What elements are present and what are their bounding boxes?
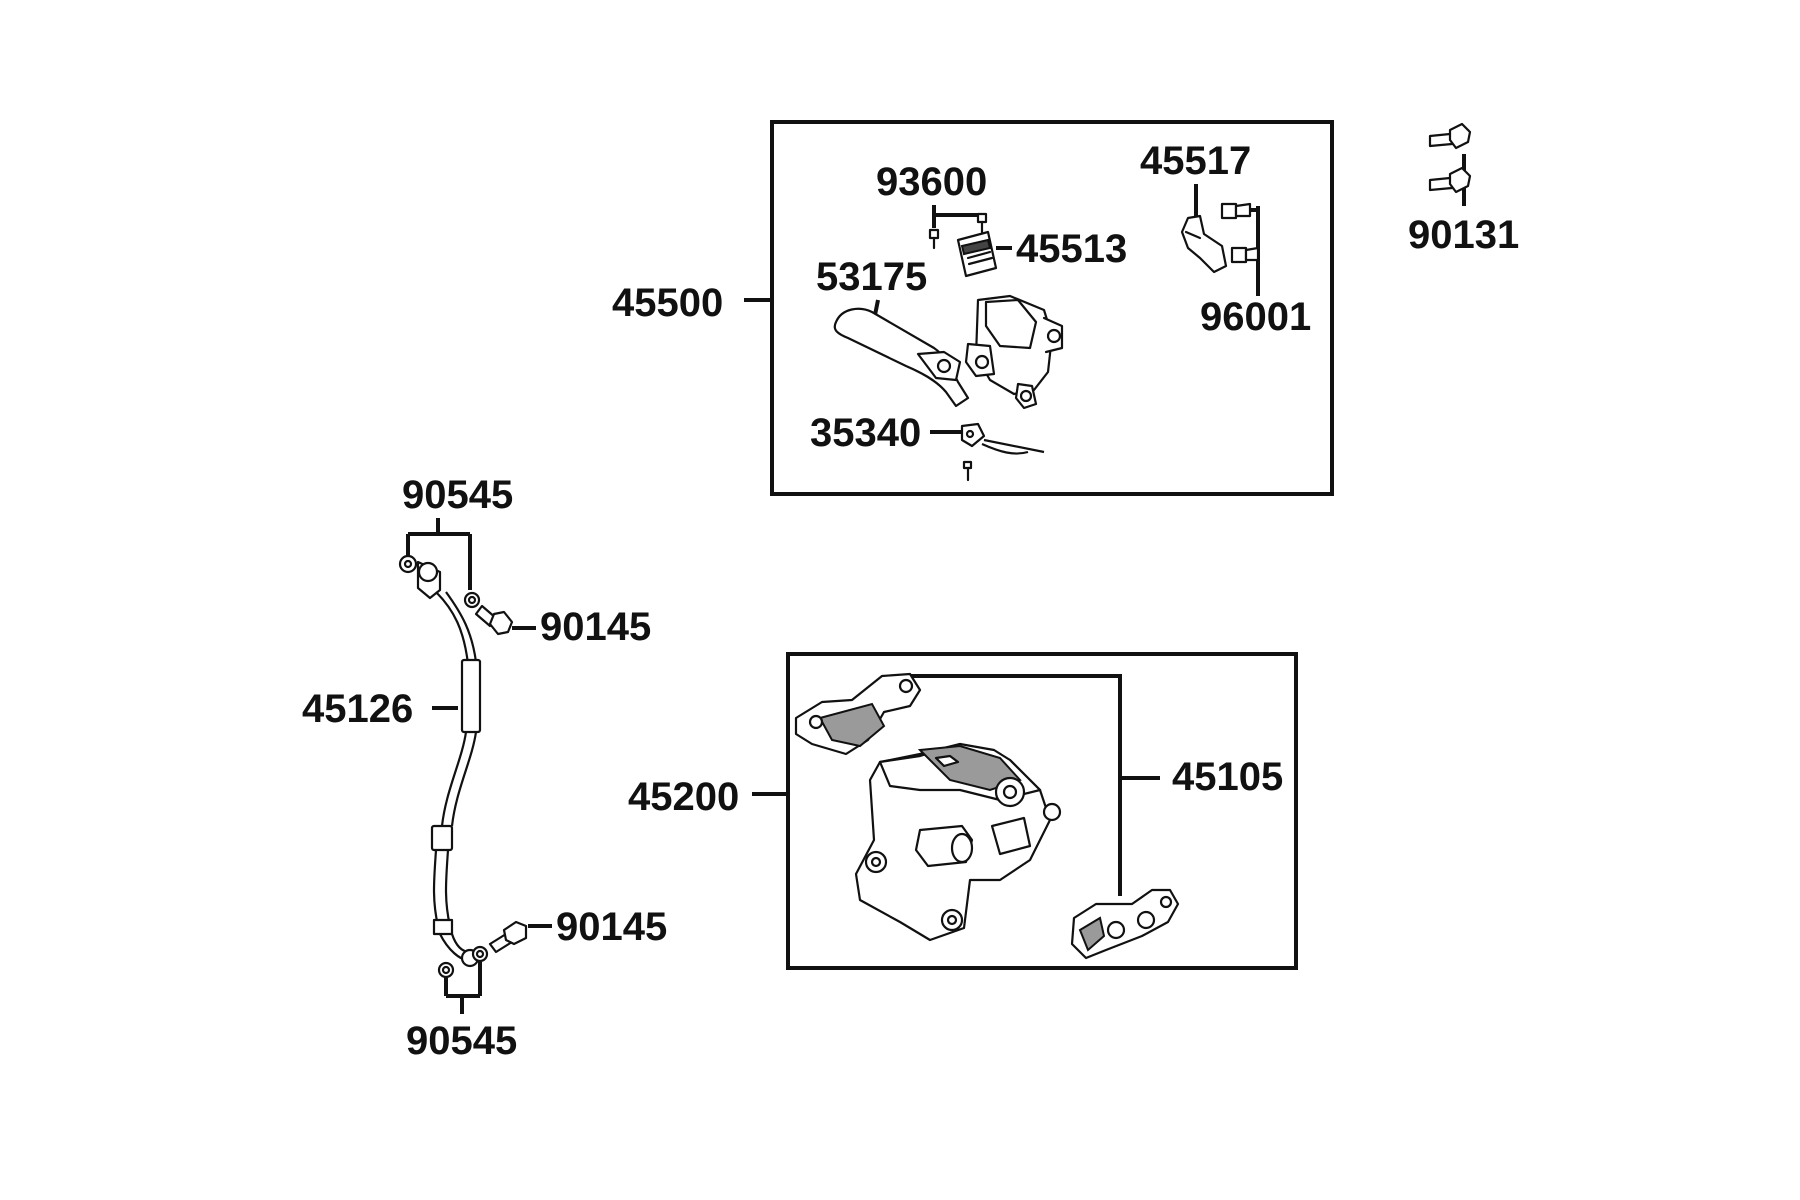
label-93600: 93600 [876, 160, 987, 204]
master-cylinder-body [964, 294, 1064, 410]
washer-90545-top-left [398, 554, 418, 574]
label-45126: 45126 [302, 687, 413, 731]
label-90131: 90131 [1408, 213, 1519, 257]
reservoir-cap [956, 230, 998, 278]
leader-90545-bottom [444, 962, 482, 1014]
banjo-bolt-90145-top [474, 604, 514, 636]
brake-lever [833, 307, 970, 408]
label-90545-top: 90545 [402, 473, 513, 517]
washer-90545-top-right [463, 591, 481, 609]
washer-90545-bottom-left [437, 961, 455, 979]
handlebar-holder [1180, 214, 1228, 274]
label-45517: 45517 [1140, 139, 1251, 183]
label-45105: 45105 [1172, 755, 1283, 799]
screw-93600-left [928, 228, 940, 250]
label-53175: 53175 [816, 255, 927, 299]
banjo-bolt-90145-bottom [488, 920, 528, 954]
label-45200: 45200 [628, 775, 739, 819]
leader-93600 [932, 205, 984, 228]
bolt-90131-upper [1428, 122, 1472, 150]
bolt-96001-lower [1230, 246, 1260, 264]
caliper-body [854, 742, 1062, 942]
label-35340: 35340 [810, 411, 921, 455]
brake-hose [416, 560, 482, 968]
caliper-frame [786, 652, 1298, 970]
bolt-90131-lower [1428, 166, 1472, 194]
label-96001: 96001 [1200, 295, 1311, 339]
label-45513: 45513 [1016, 227, 1127, 271]
leader-90545-top [406, 518, 472, 590]
washer-90545-bottom-right [471, 945, 489, 963]
master-cylinder-frame [770, 120, 1334, 496]
label-45500: 45500 [612, 281, 723, 325]
stop-switch [960, 422, 1045, 482]
brake-pad-lower [1070, 888, 1180, 960]
label-90145-top: 90145 [540, 605, 651, 649]
bolt-96001-upper [1220, 202, 1252, 220]
label-90145-bottom: 90145 [556, 905, 667, 949]
brake-pad-upper [794, 672, 922, 756]
leader-45105 [910, 674, 1160, 896]
label-90545-bottom: 90545 [406, 1019, 517, 1063]
screw-93600-right [976, 212, 988, 234]
